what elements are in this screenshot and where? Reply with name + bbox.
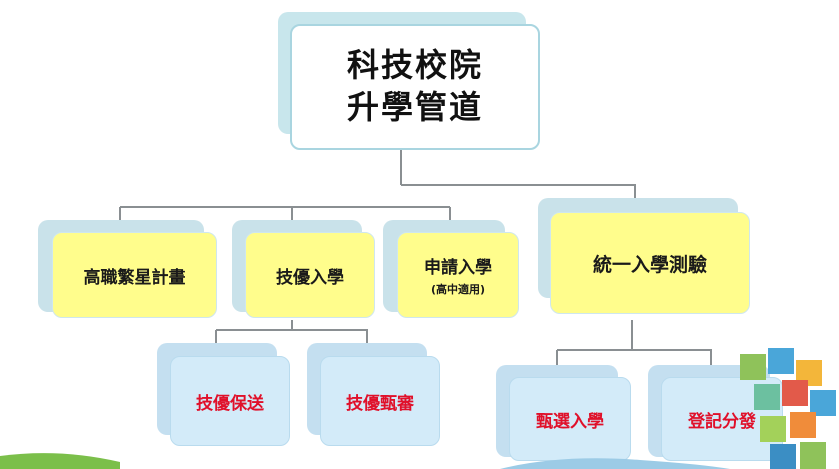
connector-root-bus [401, 184, 636, 198]
connector-n2-bus [216, 329, 368, 343]
node-n3-label: 申請入學 [424, 258, 492, 278]
root-node: 科技校院 升學管道 [290, 24, 540, 150]
decorative-cubes-graphic [740, 348, 836, 469]
connector-n4-bus [557, 349, 712, 365]
node-n3-sublabel: (高中適用) [430, 283, 486, 296]
node-n1-label: 高職繁星計畫 [83, 267, 186, 288]
node-n2-label: 技優入學 [276, 267, 344, 288]
node-n4-label: 統一入學測驗 [592, 253, 707, 276]
node-n4a-label: 甄選入學 [536, 411, 604, 432]
node-n4a: 甄選入學 [509, 377, 631, 461]
node-n2a-label: 技優保送 [196, 393, 264, 414]
node-n1: 高職繁星計畫 [52, 232, 217, 318]
node-n2: 技優入學 [245, 232, 375, 318]
node-n2b: 技優甄審 [320, 356, 440, 446]
node-n3: 申請入學 (高中適用) [397, 232, 519, 318]
node-n2b-label: 技優甄審 [346, 393, 414, 414]
root-title-line1: 科技校院 [346, 46, 483, 85]
root-title-line2: 升學管道 [346, 88, 483, 126]
decorative-wave-graphic [0, 453, 730, 469]
node-n4: 統一入學測驗 [550, 212, 750, 314]
node-n2a: 技優保送 [170, 356, 290, 446]
node-n4b-label: 登記分發 [688, 411, 756, 432]
